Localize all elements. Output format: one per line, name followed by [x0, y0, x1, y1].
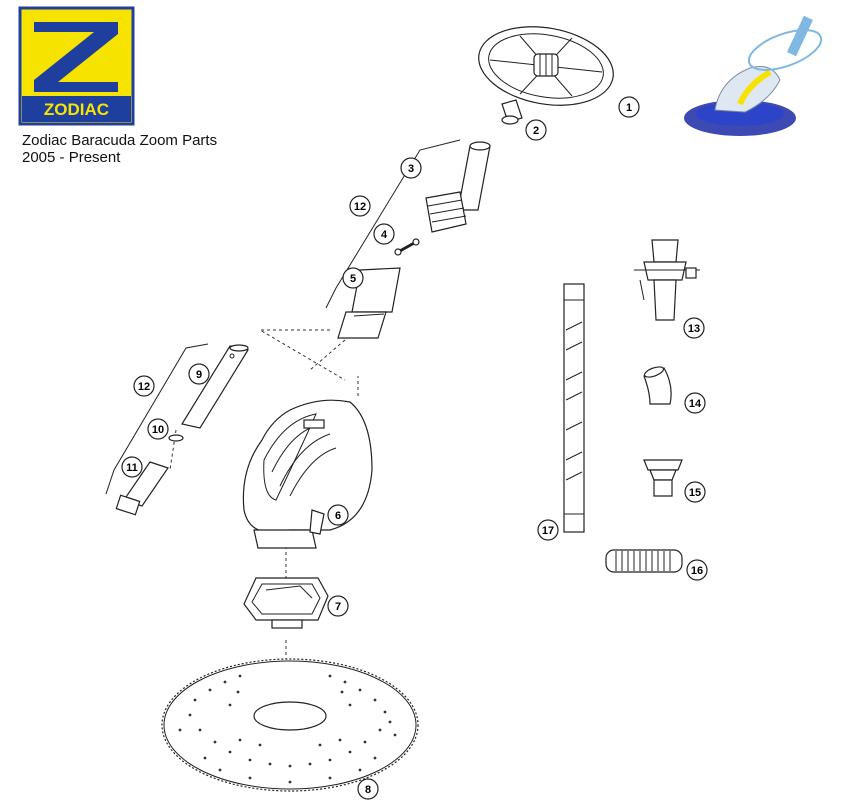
svg-text:16: 16: [691, 565, 703, 577]
svg-text:2: 2: [533, 125, 539, 137]
callout-2: 2: [525, 119, 547, 141]
wheel-collar: [501, 99, 523, 125]
svg-text:1: 1: [626, 102, 632, 114]
callout-5: 5: [342, 267, 364, 289]
svg-text:4: 4: [381, 229, 388, 241]
o-ring: [168, 434, 184, 442]
svg-text:13: 13: [688, 323, 700, 335]
hose-adapter: [337, 267, 401, 339]
page-title: Zodiac Baracuda Zoom Parts: [22, 132, 218, 149]
guide-line: [258, 329, 346, 381]
svg-text:17: 17: [542, 525, 554, 537]
callout-15: 15: [684, 481, 706, 503]
svg-text:6: 6: [335, 510, 341, 522]
svg-text:12: 12: [138, 381, 150, 393]
foot-base: [243, 577, 329, 629]
bracket-12-upper: [325, 139, 461, 309]
deflector-wheel: [478, 26, 614, 106]
disc: [161, 658, 419, 792]
callout-14: 14: [684, 392, 706, 414]
callout-8: 8: [357, 778, 379, 800]
svg-text:7: 7: [335, 601, 341, 613]
guide-line: [309, 339, 346, 371]
callout-7: 7: [327, 595, 349, 617]
callout-17: 17: [537, 519, 559, 541]
svg-text:3: 3: [408, 163, 414, 175]
callout-4: 4: [373, 223, 395, 245]
callout-3: 3: [400, 157, 422, 179]
callout-10: 10: [147, 418, 169, 440]
regulator-valve: [634, 239, 700, 321]
hose-section: [605, 549, 683, 573]
long-hose: [563, 283, 585, 533]
callout-13: 13: [683, 317, 705, 339]
callout-11: 11: [121, 456, 143, 478]
callout-12a: 12: [349, 195, 371, 217]
svg-text:9: 9: [196, 369, 202, 381]
callout-12b: 12: [133, 375, 155, 397]
svg-text:11: 11: [126, 462, 138, 474]
product-photo: [684, 15, 823, 136]
svg-text:5: 5: [350, 273, 356, 285]
pipe-section: [181, 344, 249, 429]
svg-text:14: 14: [689, 398, 702, 410]
svg-text:12: 12: [354, 201, 366, 213]
callout-6: 6: [327, 504, 349, 526]
logo-text: ZODIAC: [44, 100, 109, 119]
callout-16: 16: [686, 559, 708, 581]
hose-elbow: [643, 366, 672, 405]
skimmer-cone: [643, 459, 683, 497]
callout-9: 9: [188, 363, 210, 385]
callout-1: 1: [618, 96, 640, 118]
cleaner-body: [242, 399, 373, 549]
bracket-12-lower: [105, 343, 209, 495]
svg-text:8: 8: [365, 784, 371, 796]
retaining-pin: [394, 238, 420, 256]
zodiac-logo: ZODIAC: [18, 6, 135, 126]
pipe-connector: [115, 461, 169, 516]
hose-swivel: [425, 141, 491, 233]
svg-text:15: 15: [689, 487, 701, 499]
page-subtitle: 2005 - Present: [22, 149, 121, 166]
svg-text:10: 10: [152, 424, 164, 436]
